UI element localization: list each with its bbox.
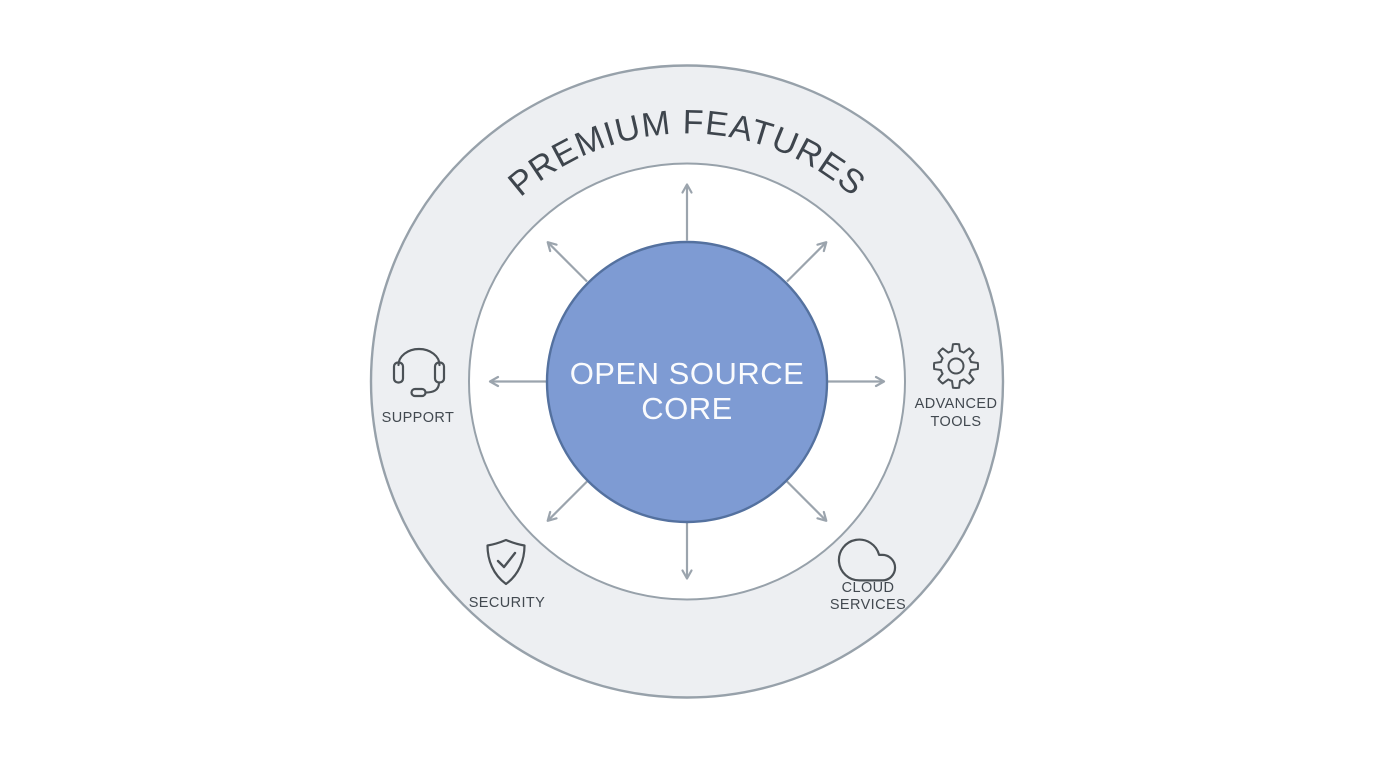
gear-icon [932, 342, 980, 390]
shield-check-icon [486, 538, 526, 586]
arrow-up-left [546, 241, 588, 283]
arrow-down-right [786, 480, 828, 522]
core-label-line1: OPEN SOURCE [570, 356, 805, 391]
radial-arrows [488, 183, 886, 580]
core-label-line2: CORE [641, 391, 733, 426]
cloud-services-label-line2: SERVICES [830, 597, 906, 613]
feature-cloud-services: CLOUD SERVICES [830, 540, 906, 613]
arrow-up-right [786, 241, 828, 283]
feature-advanced-tools: ADVANCED TOOLS [915, 342, 998, 430]
cloud-services-label-line1: CLOUD [842, 580, 895, 596]
support-label: SUPPORT [382, 410, 455, 426]
arrow-down-left [546, 480, 588, 522]
advanced-tools-label-line2: TOOLS [931, 414, 982, 430]
core-circle [545, 240, 829, 524]
feature-security: SECURITY [469, 538, 546, 611]
security-label: SECURITY [469, 595, 546, 611]
feature-support: SUPPORT [382, 347, 455, 426]
cloud-icon [839, 540, 895, 581]
advanced-tools-label-line1: ADVANCED [915, 396, 998, 412]
headset-icon [392, 347, 446, 398]
